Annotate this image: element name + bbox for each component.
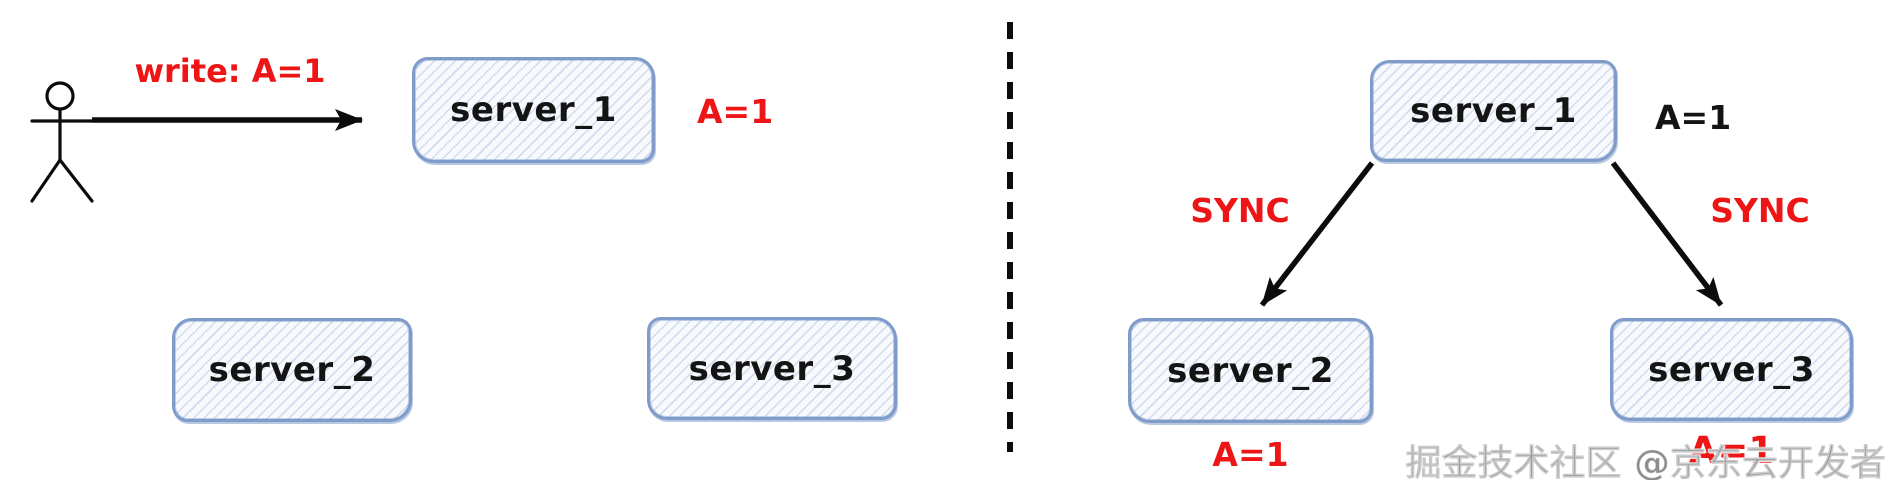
right-server-2-box: server_2	[1128, 318, 1373, 423]
user-actor-icon	[30, 81, 94, 203]
sync-arrow-left	[1259, 161, 1375, 307]
right-server-1-value: A=1	[1655, 98, 1732, 137]
sync-arrow-right	[1610, 161, 1724, 307]
left-server-1-value: A=1	[697, 92, 774, 131]
left-server-3-label: server_3	[688, 348, 856, 389]
right-server-1-box: server_1	[1370, 60, 1617, 162]
right-server-1-label: server_1	[1410, 91, 1577, 131]
left-server-2-box: server_2	[172, 318, 412, 422]
watermark-text: 掘金技术社区 @京东云开发者	[1405, 443, 1887, 480]
sync-label-right: SYNC	[1710, 191, 1810, 230]
sync-label-left: SYNC	[1190, 191, 1290, 230]
right-server-2-value: A=1	[1212, 435, 1289, 474]
right-server-3-box: server_3	[1610, 318, 1853, 421]
left-server-1-box: server_1	[412, 57, 655, 163]
right-server-3-value: A=1	[1688, 429, 1775, 472]
write-request-label: write: A=1	[134, 52, 326, 90]
left-server-3-box: server_3	[647, 317, 897, 420]
left-server-2-label: server_2	[208, 350, 376, 390]
right-server-3-label: server_3	[1648, 349, 1815, 390]
right-server-2-label: server_2	[1167, 350, 1334, 391]
left-server-1-label: server_1	[450, 90, 617, 130]
